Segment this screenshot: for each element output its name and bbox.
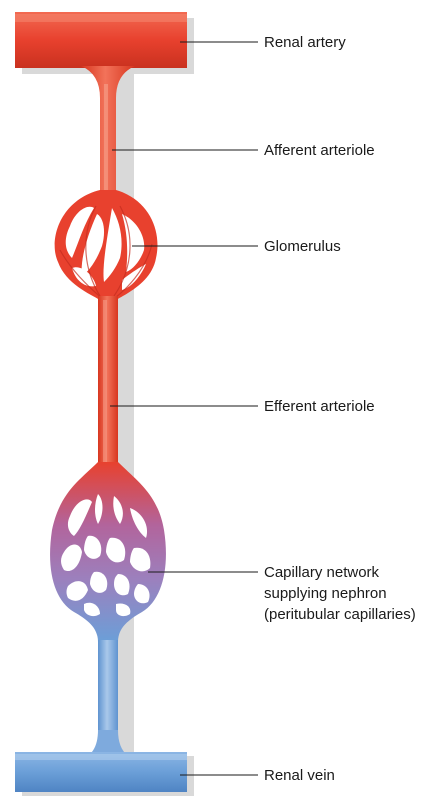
label-efferent-arteriole: Efferent arteriole [264, 398, 375, 415]
renal-vein-vessel [15, 752, 187, 792]
label-capillary-network-line2: supplying nephron [264, 585, 387, 602]
renal-artery-vessel [15, 12, 187, 68]
label-glomerulus: Glomerulus [264, 238, 341, 255]
peritubular-capillary-network [50, 462, 166, 642]
label-renal-artery: Renal artery [264, 34, 346, 51]
glomerulus-vessel [55, 190, 158, 300]
label-capillary-network-line1: Capillary network [264, 564, 380, 581]
labels: Renal artery Afferent arteriole Glomerul… [264, 34, 416, 784]
label-capillary-network-line3: (peritubular capillaries) [264, 606, 416, 623]
label-afferent-arteriole: Afferent arteriole [264, 142, 375, 159]
efferent-arteriole-vessel [98, 296, 118, 466]
label-renal-vein: Renal vein [264, 767, 335, 784]
